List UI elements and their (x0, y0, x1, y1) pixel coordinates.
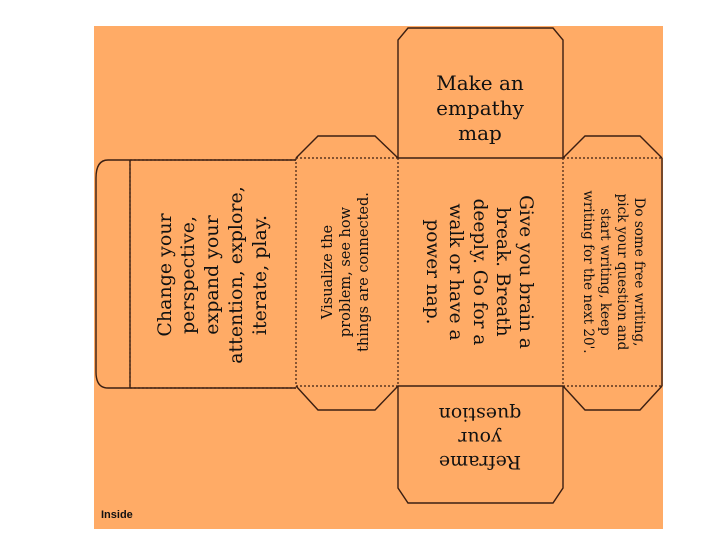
footer-label: Inside (101, 509, 133, 521)
panel-center-text: Give you brain a break. Breath deeply. G… (422, 195, 536, 349)
panel-left-text: Change your perspective, expand your att… (153, 186, 271, 364)
top-tab-outline (397, 27, 564, 158)
right-bottom-flap (562, 385, 663, 411)
orange-background (94, 26, 663, 529)
panel-bottom-text: Reframe your question (438, 403, 522, 473)
panel-center-left-text: Visualize the problem, see how things ar… (319, 192, 373, 352)
center-left-bottom-flap (295, 385, 399, 411)
panel-top-text: Make an empathy map (436, 70, 524, 145)
bottom-tab-outline (397, 386, 564, 504)
left-tab-outline (95, 159, 130, 389)
center-left-top-flap (295, 135, 399, 159)
right-top-flap (562, 135, 663, 159)
panel-right-text: Do some free writing, pick your question… (580, 190, 647, 354)
